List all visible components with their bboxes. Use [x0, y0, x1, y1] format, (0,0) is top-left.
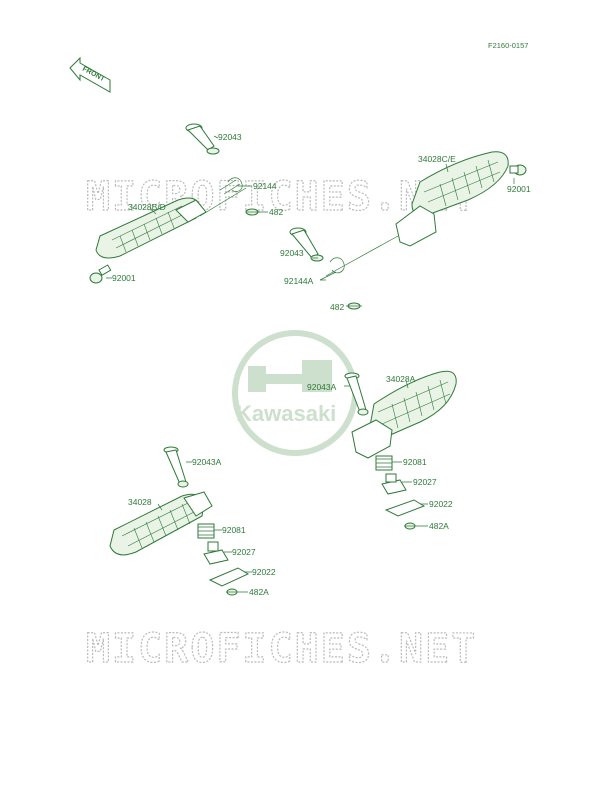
label-34028a: 34028A [386, 374, 416, 384]
bracket-92022-lr [384, 499, 426, 517]
pin-92043-ul [185, 123, 220, 155]
footpeg-34028 [109, 491, 213, 556]
label-92027-lr: 92027 [413, 477, 437, 487]
kawasaki-logo-watermark: Kawasaki [232, 330, 358, 456]
front-arrow-icon: FRONT [69, 56, 111, 93]
label-92027-ll: 92027 [232, 547, 256, 557]
pin-92043a-lr [344, 372, 369, 416]
label-92043a-lr: 92043A [307, 382, 337, 392]
bracket-92022-ll [208, 567, 250, 587]
pin-92043a-ll [163, 446, 189, 488]
spring-92081-ll [197, 523, 215, 539]
label-92144a: 92144A [284, 276, 314, 286]
plate-92027-ll [203, 541, 229, 565]
footpeg-34028bd [95, 197, 207, 259]
bolt-92001-ul [89, 264, 112, 284]
cotter-pin-482a-lr [404, 522, 416, 530]
cotter-pin-482a-ll [226, 588, 238, 596]
diagram-code: F2160-0157 [488, 41, 528, 50]
label-92043a-ll: 92043A [192, 457, 222, 467]
label-34028: 34028 [128, 497, 152, 507]
label-34028ce: 34028C/E [418, 154, 456, 164]
label-92043-ur: 92043 [280, 248, 304, 258]
label-34028bd: 34028B/D [128, 202, 166, 212]
label-482a-ll: 482A [249, 587, 269, 597]
kawasaki-logo-text: Kawasaki [236, 401, 336, 426]
label-92144: 92144 [253, 181, 277, 191]
plate-92027-lr [381, 473, 407, 495]
label-482-ur: 482 [330, 302, 344, 312]
label-482a-lr: 482A [429, 521, 449, 531]
label-92081-lr: 92081 [403, 457, 427, 467]
spring-92144a [319, 257, 345, 281]
cotter-pin-482-ur [347, 302, 362, 310]
label-482-ul: 482 [269, 207, 283, 217]
assembly-lower-left: 92043A 34028 92081 92027 92022 482A [109, 446, 276, 597]
label-92043-ul: 92043 [218, 132, 242, 142]
assembly-upper-left: 92043 92144 482 34028B/D 92001 [89, 123, 283, 284]
footpeg-34028a [351, 370, 457, 459]
spring-92081-lr [375, 455, 393, 471]
spring-92144 [219, 177, 243, 195]
label-92022-ll: 92022 [252, 567, 276, 577]
label-92022-lr: 92022 [429, 499, 453, 509]
label-92001-ur: 92001 [507, 184, 531, 194]
assembly-upper-right: 34028C/E 92001 92043 92144A 482 [280, 151, 531, 312]
watermark-bottom: MICROFICHES.NET [86, 626, 477, 672]
footpeg-34028ce [395, 151, 509, 247]
pin-92043-ur [289, 227, 324, 262]
label-92001-ul: 92001 [112, 273, 136, 283]
assembly-lower-right: 92043A 34028A 92081 92027 92022 482A [307, 370, 457, 531]
label-92081-ll: 92081 [222, 525, 246, 535]
bolt-92001-ur [509, 164, 527, 176]
